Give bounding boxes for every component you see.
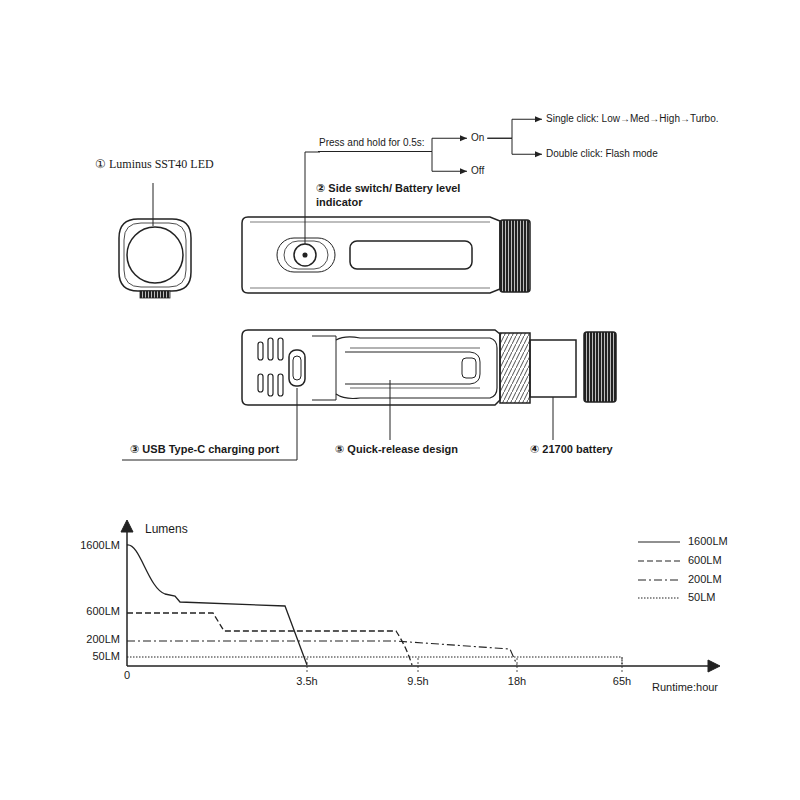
state-label: Off (470, 165, 485, 178)
node-text: Double click: Flash mode (546, 148, 658, 161)
node-text: Single click: Low→Med→High→Turbo. (546, 113, 718, 126)
axis-tick: 3.5h (296, 675, 317, 688)
axis-tick: 0 (124, 669, 130, 682)
part-callout: ④ 21700 battery (530, 443, 613, 456)
axis-tick: 18h (508, 675, 526, 688)
node-text: Press and hold for 0.5s: (319, 137, 425, 150)
axis-title: Lumens (145, 522, 188, 536)
legend-text: 1600LM (688, 535, 728, 548)
axis-tick: 600LM (86, 605, 120, 618)
runtime-chart (121, 520, 720, 672)
axis-tick: 200LM (86, 633, 120, 646)
axis-tick: 9.5h (407, 675, 428, 688)
legend-sample (638, 541, 680, 542)
axis-tick: 65h (613, 675, 631, 688)
axis-tick: 50LM (92, 650, 120, 663)
flow-arrow (487, 119, 542, 138)
instruction-text: Press and hold for 0.5s: (318, 137, 426, 150)
part-callout: ① Luminus SST40 LED (95, 157, 214, 171)
state-label: On (470, 132, 485, 145)
mode-description: Double click: Flash mode (545, 148, 659, 161)
legend-sample (638, 597, 680, 598)
node-text: Off (471, 165, 484, 178)
legend-text: 50LM (688, 591, 716, 604)
legend-text: 200LM (688, 573, 722, 586)
flow-arrow (318, 152, 467, 172)
legend-sample (638, 579, 680, 580)
mode-description: Single click: Low→Med→High→Turbo. (545, 113, 719, 126)
axis-tick: 1600LM (80, 539, 120, 552)
legend-sample (638, 560, 680, 561)
side-view-body (242, 217, 530, 293)
legend-text: 600LM (688, 554, 722, 567)
axis-title: Runtime:hour (652, 681, 718, 694)
part-callout: ⑤ Quick-release design (335, 443, 458, 456)
open-view-body (122, 152, 616, 460)
node-text: On (471, 132, 484, 145)
flow-arrow (487, 138, 542, 154)
part-callout: ② Side switch/ Battery level indicator (316, 181, 476, 209)
head-front-view (119, 183, 191, 298)
part-callout: ③ USB Type-C charging port (130, 443, 279, 456)
